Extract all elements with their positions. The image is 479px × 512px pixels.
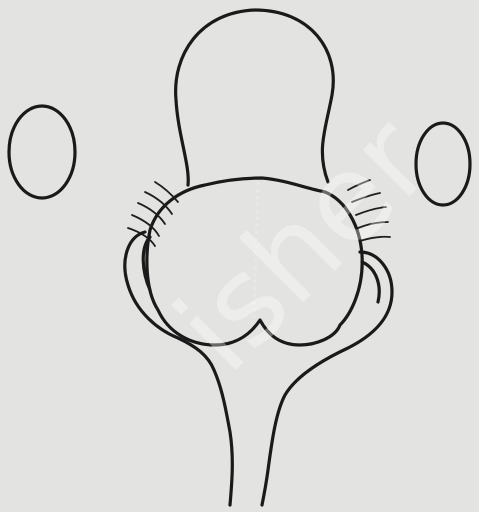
right-fold-inner — [362, 262, 379, 302]
right-arc-lines — [348, 180, 390, 241]
right-lateral-fold — [262, 252, 392, 505]
midline-dotted — [254, 182, 258, 318]
right-oval — [416, 123, 470, 205]
left-oval — [9, 106, 75, 198]
left-lateral-fold — [125, 232, 232, 505]
top-bulb-outline — [176, 10, 334, 185]
